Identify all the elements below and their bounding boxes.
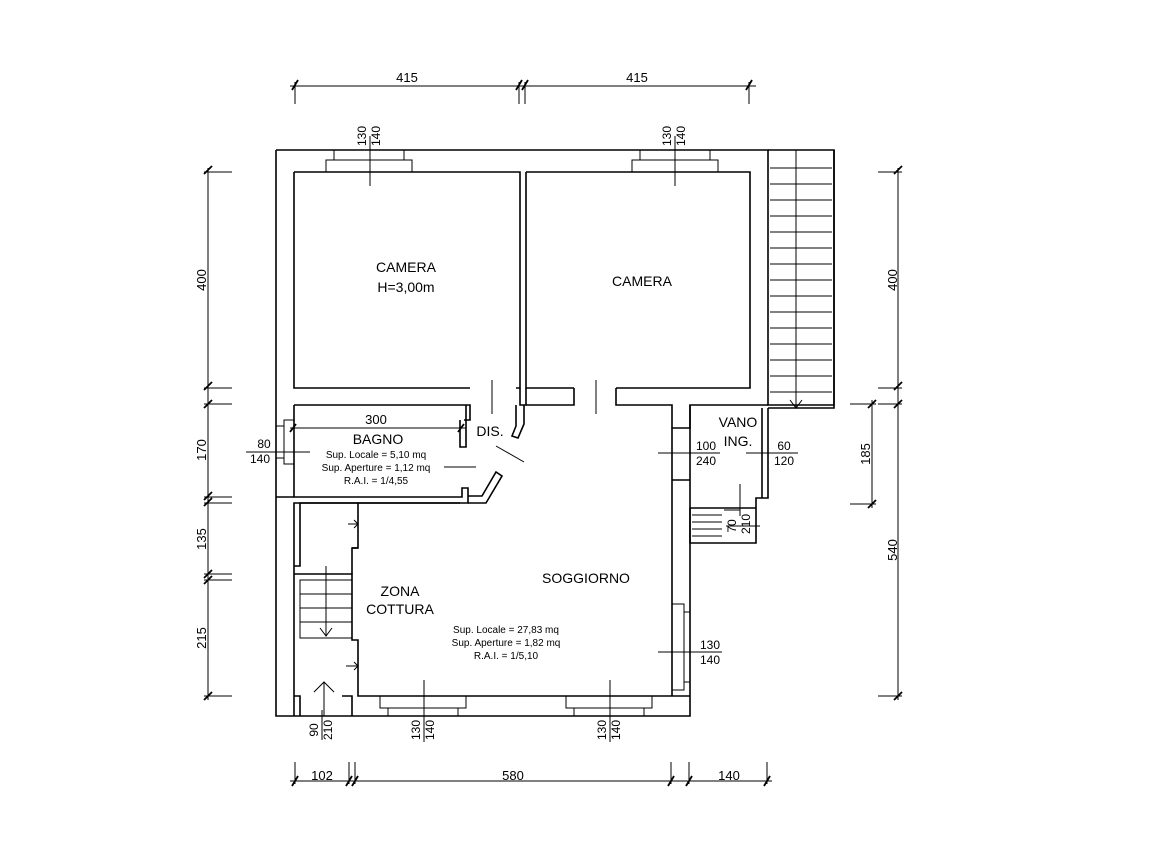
room-labels: CAMERA H=3,00m CAMERA BAGNO Sup. Locale … (322, 259, 758, 662)
sogg-win-right-h: 140 (700, 653, 720, 667)
dim-right-2: 185 (858, 443, 873, 465)
bagno-sup-aperture: Sup. Aperture = 1,12 mq (322, 463, 431, 474)
sogg-win-b1-h: 140 (423, 720, 437, 740)
cam2-win-h: 140 (674, 126, 688, 146)
soggiorno-rai: R.A.I. = 1/5,10 (474, 651, 539, 662)
sogg-win-right-w: 130 (700, 638, 720, 652)
dim-right-1: 400 (885, 269, 900, 291)
vano-ing-label-1: VANO (719, 414, 758, 430)
dim-bagno-width: 300 (365, 412, 387, 427)
soggiorno-sup-aperture: Sup. Aperture = 1,82 mq (452, 638, 561, 649)
dim-left-2: 170 (194, 439, 209, 461)
camera-1-height: H=3,00m (377, 279, 434, 295)
dimension-texts: 415 415 102 580 140 400 170 135 215 400 … (194, 70, 900, 783)
sogg-win-b2-w: 130 (595, 720, 609, 740)
dim-bottom-2: 580 (502, 768, 524, 783)
dim-top-2: 415 (626, 70, 648, 85)
vano-door-h: 120 (774, 454, 794, 468)
entrance-door-h: 210 (321, 720, 335, 740)
bagno-win-h: 140 (250, 452, 270, 466)
cam1-win-h: 140 (369, 126, 383, 146)
soggiorno-label: SOGGIORNO (542, 570, 630, 586)
cam1-win-w: 130 (355, 126, 369, 146)
bagno-win-w: 80 (257, 437, 271, 451)
bagno-sup-locale: Sup. Locale = 5,10 mq (326, 450, 426, 461)
camera-1-label: CAMERA (376, 259, 437, 275)
dimension-lines (203, 79, 903, 787)
zona-cottura-label-2: COTTURA (366, 601, 434, 617)
sogg-door-h: 240 (696, 454, 716, 468)
dim-left-3: 135 (194, 528, 209, 550)
stairs (299, 150, 832, 639)
dim-left-4: 215 (194, 627, 209, 649)
opening-texts: 130 140 130 140 80 140 100 240 60 120 70… (250, 126, 794, 740)
vano-door-w: 60 (777, 439, 791, 453)
dis-label: DIS. (476, 423, 503, 439)
vano-small-h: 210 (739, 514, 753, 534)
dim-left-1: 400 (194, 269, 209, 291)
door-symbols (313, 380, 741, 716)
vano-small-w: 70 (725, 519, 739, 533)
camera-2-label: CAMERA (612, 273, 673, 289)
bagno-label: BAGNO (353, 431, 404, 447)
zona-cottura-label-1: ZONA (381, 583, 421, 599)
bagno-rai: R.A.I. = 1/4,55 (344, 476, 409, 487)
entrance-door-w: 90 (307, 723, 321, 737)
dim-top-1: 415 (396, 70, 418, 85)
sogg-door-w: 100 (696, 439, 716, 453)
soggiorno-sup-locale: Sup. Locale = 27,83 mq (453, 625, 559, 636)
opening-leaders (246, 136, 798, 742)
dim-right-3: 540 (885, 539, 900, 561)
dim-bottom-3: 140 (718, 768, 740, 783)
sogg-win-b1-w: 130 (409, 720, 423, 740)
vano-ing-label-2: ING. (724, 433, 753, 449)
cam2-win-w: 130 (660, 126, 674, 146)
dim-bottom-1: 102 (311, 768, 333, 783)
sogg-win-b2-h: 140 (609, 720, 623, 740)
